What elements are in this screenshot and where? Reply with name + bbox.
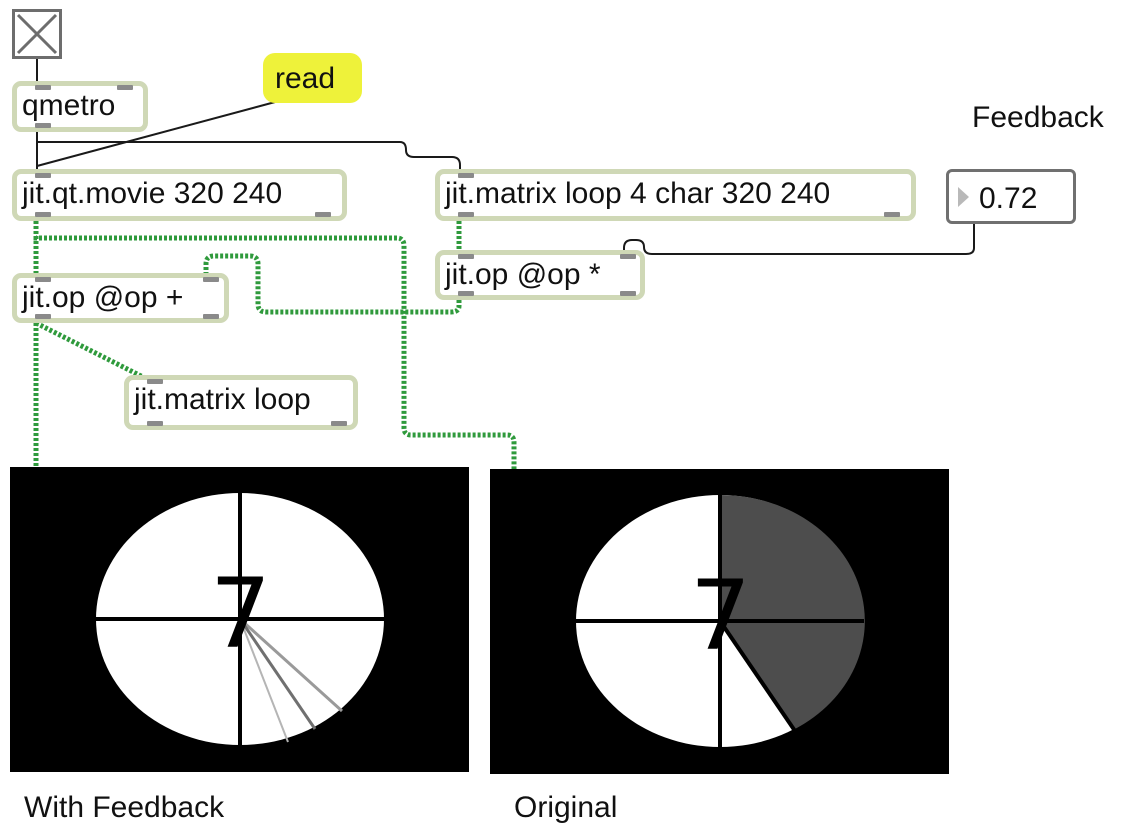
object-label: jit.op @op * — [445, 258, 601, 291]
qmetro-object[interactable]: qmetro — [12, 81, 148, 132]
outlet-1[interactable] — [458, 212, 474, 217]
outlet-1[interactable] — [35, 123, 51, 128]
feedback-screen-caption: With Feedback — [24, 791, 225, 824]
outlet-2[interactable] — [315, 212, 331, 217]
message-label: read — [275, 62, 336, 95]
read-message[interactable]: read — [263, 53, 362, 103]
object-label: jit.matrix loop 4 char 320 240 — [445, 177, 831, 210]
inlet-2[interactable] — [620, 254, 636, 259]
jit-op-add-object[interactable]: jit.op @op + — [12, 273, 229, 323]
inlet-1[interactable] — [147, 379, 163, 384]
feedback-number-box[interactable]: 0.72 — [946, 169, 1076, 224]
inlet-1[interactable] — [458, 173, 474, 178]
feedback-value: 0.72 — [979, 182, 1038, 215]
inlet-2[interactable] — [203, 277, 219, 282]
object-label: jit.matrix loop — [134, 383, 311, 416]
inlet-1[interactable] — [35, 277, 51, 282]
feedback-label: Feedback — [972, 101, 1104, 134]
inlet-1[interactable] — [35, 173, 51, 178]
cord-opmult-opadd — [203, 253, 462, 315]
sweep-sector — [720, 494, 865, 729]
countdown-digit: 7 — [690, 560, 751, 672]
inlet-1[interactable] — [458, 254, 474, 259]
toggle-x-icon — [16, 13, 58, 55]
outlet-2[interactable] — [331, 421, 347, 426]
outlet-1[interactable] — [35, 212, 51, 217]
jit-matrix-loop-4-char-object[interactable]: jit.matrix loop 4 char 320 240 — [435, 169, 916, 221]
number-triangle-icon — [958, 187, 969, 207]
cord-opadd-matrixloop — [34, 320, 147, 381]
original-screen-caption: Original — [514, 791, 618, 824]
cord-number-opmult — [623, 224, 975, 255]
outlet-2[interactable] — [203, 314, 219, 319]
outlet-1[interactable] — [35, 314, 51, 319]
original-video-screen: 7 — [490, 469, 949, 774]
object-label: jit.qt.movie 320 240 — [22, 177, 283, 210]
object-label: qmetro — [22, 89, 116, 122]
countdown-digit: 7 — [210, 558, 271, 670]
outlet-1[interactable] — [458, 291, 474, 296]
inlet-2[interactable] — [117, 85, 133, 90]
jit-matrix-loop-object[interactable]: jit.matrix loop — [124, 375, 358, 430]
cord-qmetro-matrixloop — [37, 141, 461, 172]
jit-qt-movie-object[interactable]: jit.qt.movie 320 240 — [12, 169, 347, 221]
toggle[interactable] — [12, 9, 62, 59]
outlet-2[interactable] — [620, 291, 636, 296]
jit-op-multiply-object[interactable]: jit.op @op * — [435, 250, 645, 300]
outlet-2[interactable] — [884, 212, 900, 217]
outlet-1[interactable] — [147, 421, 163, 426]
feedback-video-screen: 7 — [10, 467, 469, 772]
inlet-1[interactable] — [35, 85, 51, 90]
object-label: jit.op @op + — [22, 281, 184, 314]
